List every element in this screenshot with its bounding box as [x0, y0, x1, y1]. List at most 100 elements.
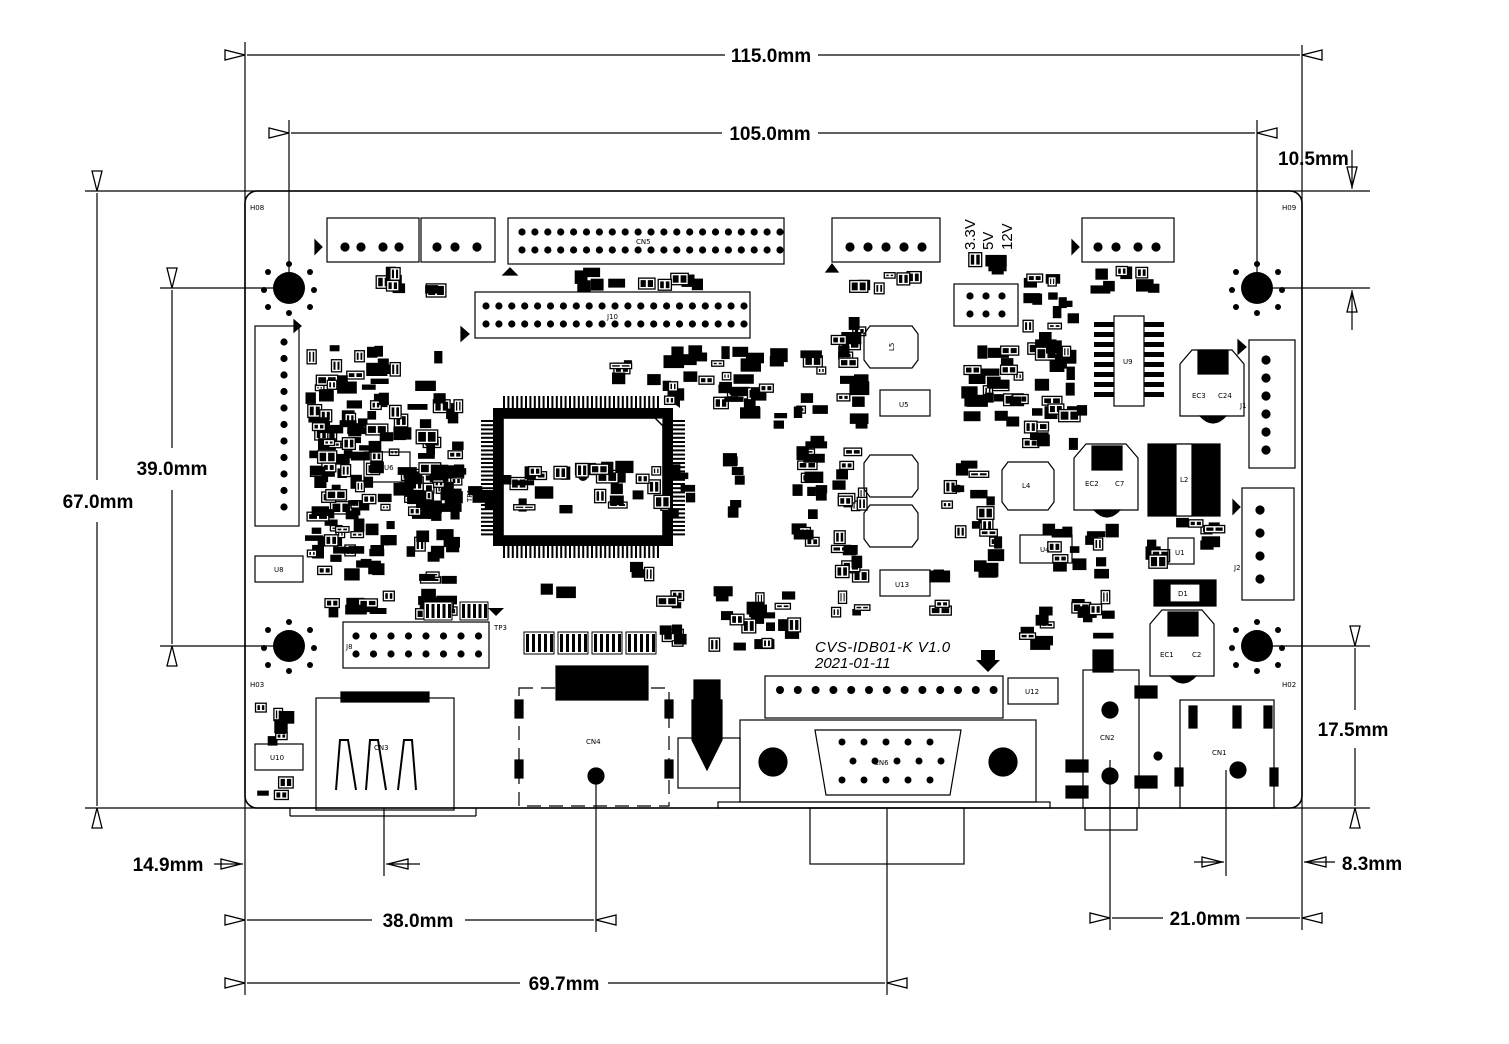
- ic-u8: U8: [254, 555, 304, 583]
- svg-text:L5: L5: [888, 343, 896, 351]
- svg-text:D1: D1: [1178, 590, 1188, 598]
- connector-cn6-vga: CN6: [717, 719, 1051, 865]
- dim-cn4-offset: 38.0mm: [383, 911, 454, 932]
- svg-text:U10: U10: [270, 754, 284, 762]
- dim-overall-width: 115.0mm: [731, 46, 811, 67]
- header-top-right: [1071, 217, 1175, 263]
- svg-text:C24: C24: [1218, 392, 1232, 400]
- hole-label-h09: H09: [1282, 204, 1296, 212]
- dim-top-hole-offset: 10.5mm: [1278, 149, 1349, 170]
- connector-j2: J2: [1232, 487, 1295, 601]
- connector-cn5: CN5: [501, 217, 785, 276]
- arrow-marker-down: [976, 650, 1000, 672]
- mounting-holes: H08 H09 H03 H02: [250, 204, 1296, 689]
- mounting-hole-bottom-right: [1229, 619, 1285, 674]
- connector-cn3-usb: CN3: [289, 691, 477, 817]
- board-date-label: 2021-01-11: [814, 655, 891, 672]
- svg-text:U12: U12: [1025, 688, 1039, 696]
- capacitor-ec1: EC1 C2: [1149, 609, 1215, 684]
- svg-text:CN3: CN3: [374, 744, 389, 752]
- ic-u9: U9: [1113, 315, 1145, 407]
- connector-j10: J10: [460, 291, 751, 343]
- mounting-hole-bottom-left: [261, 619, 317, 674]
- svg-text:CN4: CN4: [586, 738, 601, 746]
- regulator-bottom-centre: [677, 679, 741, 789]
- svg-text:U4: U4: [1040, 546, 1050, 554]
- ic-u13: U13: [879, 569, 931, 597]
- inductor-l3: [863, 504, 919, 548]
- svg-text:U13: U13: [895, 581, 909, 589]
- svg-text:U6: U6: [384, 464, 394, 472]
- smd-components: [254, 252, 1226, 801]
- inductor-l5: L5: [863, 325, 919, 369]
- dim-cn2-cn1-spacing: 21.0mm: [1170, 909, 1241, 930]
- svg-text:J10: J10: [606, 313, 618, 321]
- svg-text:U9: U9: [1123, 358, 1133, 366]
- svg-text:J2: J2: [1233, 564, 1241, 572]
- power-section: L5 U5 U13 L4 U4 L2 U9: [254, 283, 1245, 789]
- dim-hole-spacing-x: 105.0mm: [729, 124, 810, 145]
- ic-u6: U6: [363, 451, 411, 483]
- connectors: CN5 J10 J8 J1: [254, 217, 1296, 865]
- svg-text:EC2: EC2: [1085, 480, 1099, 488]
- connector-cn1-power: CN1: [1174, 699, 1279, 809]
- inductor-l2: L2: [1147, 443, 1221, 517]
- connector-j1: J1: [1237, 338, 1296, 469]
- inductor-l6: [863, 454, 919, 498]
- ic-u4: U4: [1019, 534, 1073, 564]
- board-model-label: CVS-IDB01-K V1.0: [815, 639, 951, 656]
- header-top-mid: [824, 217, 941, 273]
- dim-right-offset: 8.3mm: [1342, 854, 1402, 875]
- svg-text:L2: L2: [1180, 476, 1188, 484]
- svg-text:L4: L4: [1022, 482, 1031, 490]
- ic-u10: U10: [254, 743, 304, 771]
- triangle-marker: [488, 608, 504, 616]
- svg-text:U5: U5: [899, 401, 909, 409]
- ic-u12: U12: [1007, 677, 1059, 705]
- dim-hole-spacing-y: 39.0mm: [137, 459, 208, 480]
- voltage-jumper: [953, 283, 1019, 327]
- hole-label-h03: H03: [250, 681, 264, 689]
- capacitor-ec2: EC2 C7: [1073, 443, 1139, 518]
- svg-text:CN6: CN6: [874, 759, 889, 767]
- mounting-hole-top-right: [1229, 261, 1285, 316]
- dim-overall-height: 67.0mm: [63, 492, 134, 513]
- svg-text:C2: C2: [1192, 651, 1201, 659]
- mounting-hole-top-left: [261, 261, 317, 316]
- svg-text:EC1: EC1: [1160, 651, 1174, 659]
- inductor-l4: L4: [1001, 461, 1055, 511]
- voltage-label-3v3: 3.3V: [962, 219, 979, 250]
- dim-bottom-hole-offset: 17.5mm: [1318, 720, 1389, 741]
- svg-text:CN1: CN1: [1212, 749, 1227, 757]
- svg-text:CN2: CN2: [1100, 734, 1115, 742]
- dim-vga-offset: 69.7mm: [529, 974, 600, 995]
- voltage-label-12v: 12V: [999, 223, 1016, 250]
- svg-text:U8: U8: [274, 566, 284, 574]
- testpoint-tp3: TP3: [493, 624, 507, 632]
- svg-text:U1: U1: [1175, 549, 1185, 557]
- svg-text:EC3: EC3: [1192, 392, 1206, 400]
- connector-left-vertical: [254, 318, 302, 527]
- connector-j8: J8: [342, 621, 490, 669]
- header-top-left-a: [314, 217, 420, 263]
- header-top-left-b: [420, 217, 496, 263]
- silkscreen: CVS-IDB01-K V1.0 2021-01-11 3.3V 5V 12V …: [466, 219, 1016, 672]
- svg-text:J1: J1: [1239, 402, 1247, 410]
- hole-label-h02: H02: [1282, 681, 1296, 689]
- dim-left-offset: 14.9mm: [133, 855, 204, 876]
- dimension-labels: 115.0mm 105.0mm 10.5mm 67.0mm 39.0mm 17.…: [63, 46, 1402, 995]
- ic-u1: U1: [1167, 537, 1195, 565]
- svg-text:C7: C7: [1115, 480, 1124, 488]
- hole-label-h08: H08: [250, 204, 264, 212]
- diode-d1: D1: [1153, 579, 1217, 607]
- ic-u5: U5: [879, 389, 931, 417]
- capacitor-ec3: EC3 C24: [1179, 349, 1245, 424]
- connector-cn2-audio: CN2: [1065, 649, 1163, 831]
- testpoint-tp1: TP1: [466, 489, 474, 503]
- svg-text:CN5: CN5: [636, 238, 651, 246]
- svg-text:J8: J8: [345, 643, 353, 651]
- voltage-label-5v: 5V: [980, 232, 997, 250]
- connector-bottom-header: [764, 675, 1004, 719]
- connector-cn4: CN4: [514, 665, 674, 807]
